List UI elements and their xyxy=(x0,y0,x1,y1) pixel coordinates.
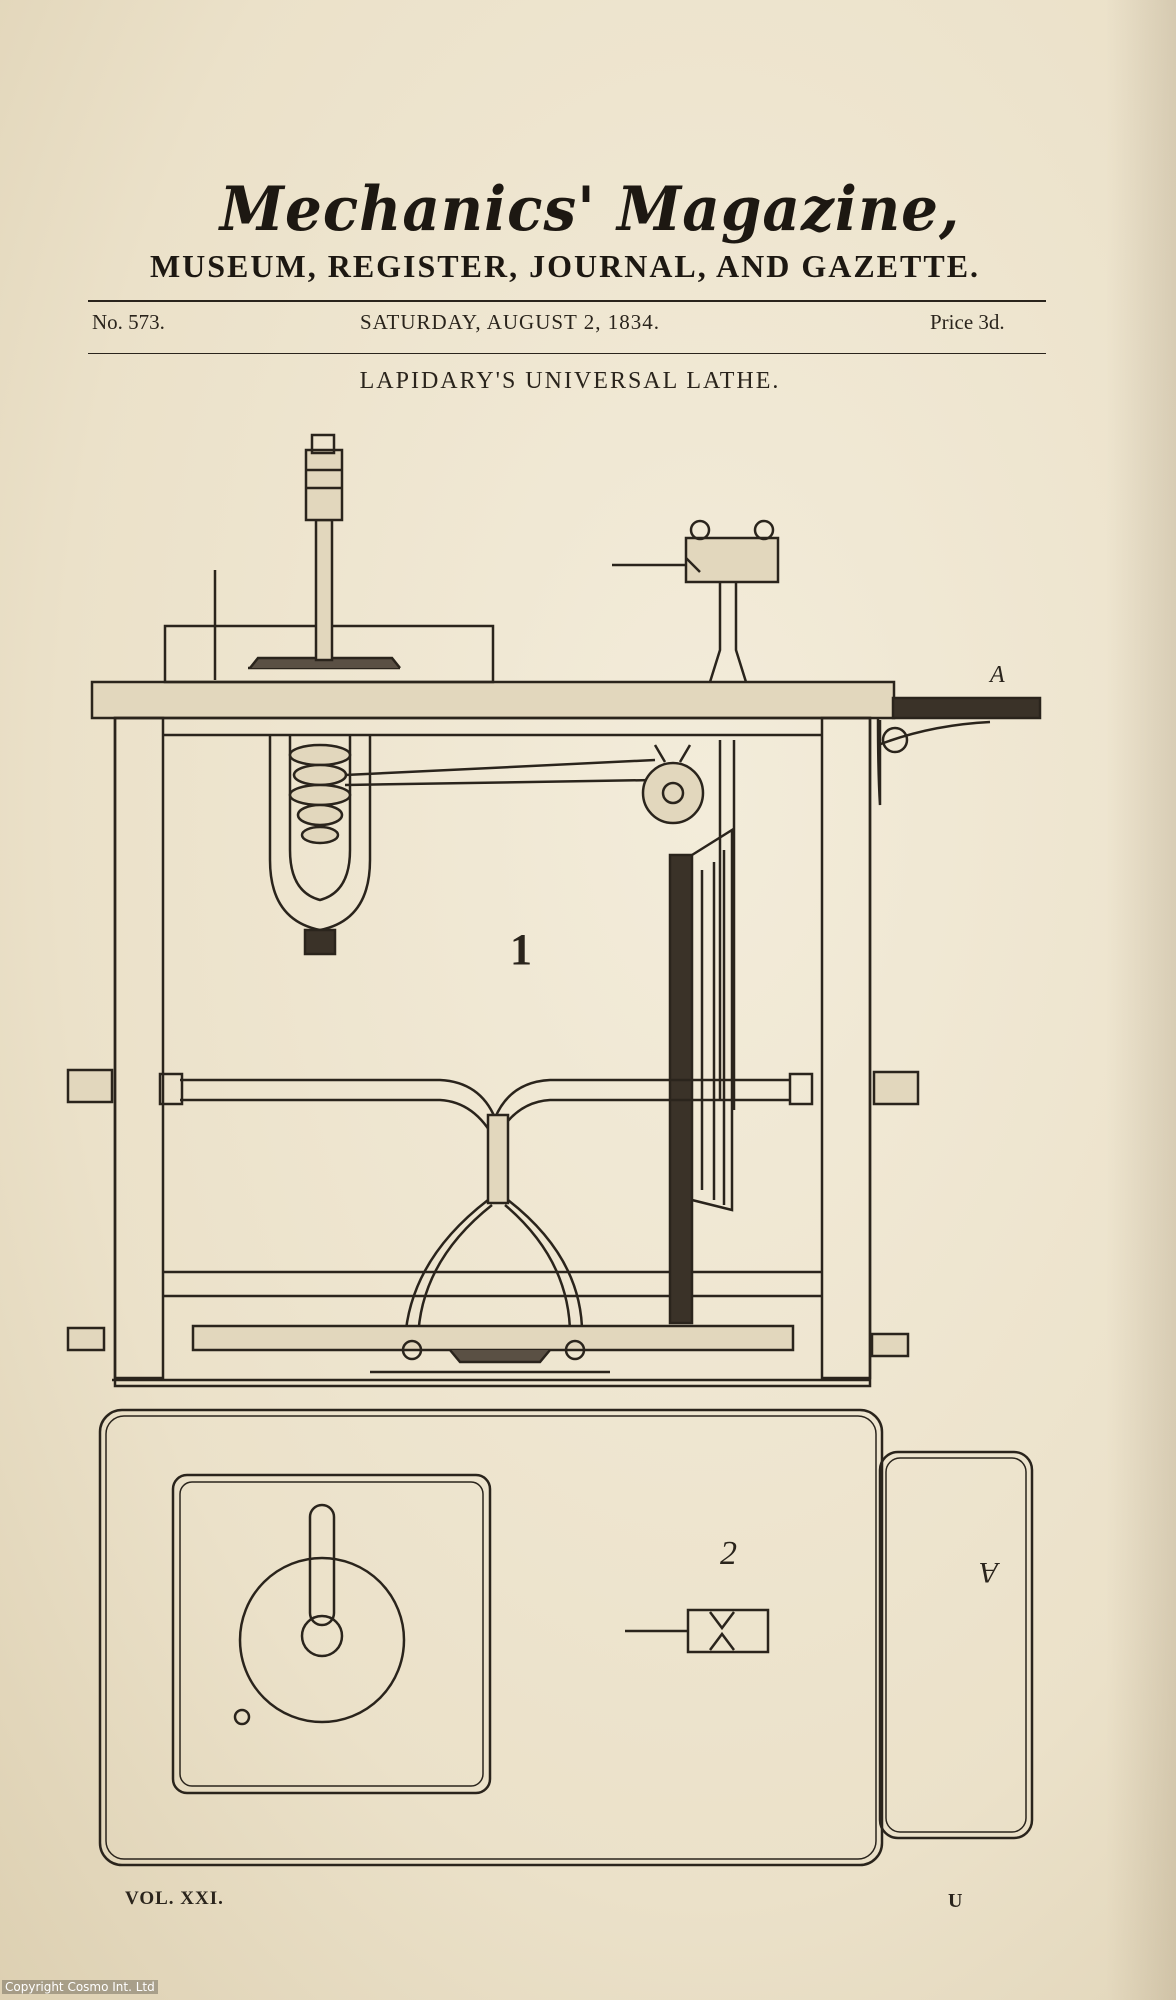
treadle-link xyxy=(486,1113,510,1205)
lathe-engraving xyxy=(66,433,1042,1867)
figure-label-a-bottom: A xyxy=(980,1556,999,1589)
shelf-bracket xyxy=(876,717,882,806)
page-gutter-shadow xyxy=(1106,0,1176,2000)
flywheel-side xyxy=(691,827,734,1212)
plan-lap-disc xyxy=(238,1556,406,1724)
header-rule-top xyxy=(88,300,1046,302)
table-top xyxy=(90,680,896,720)
tool-post-stem xyxy=(708,582,748,683)
volume-label: VOL. XXI. xyxy=(125,1888,224,1909)
treadle-arm-left xyxy=(403,1199,489,1341)
plan-spindle-arm xyxy=(308,1503,336,1627)
treadle-arm-right xyxy=(507,1199,584,1341)
issue-number: No. 573. xyxy=(92,310,165,334)
tool-post-head xyxy=(684,536,780,584)
plan-tool-holder xyxy=(686,1608,770,1654)
left-axle-cap xyxy=(66,1068,114,1104)
right-axle-cap xyxy=(872,1070,920,1106)
masthead-title: Mechanics' Magazine, xyxy=(219,173,961,245)
spindle-upright xyxy=(314,518,334,662)
plan-shelf-a xyxy=(878,1450,1034,1840)
figure-label-2: 2 xyxy=(720,1535,737,1572)
table-frame xyxy=(113,716,872,1388)
masthead-subtitle: MUSEUM, REGISTER, JOURNAL, AND GAZETTE. xyxy=(149,248,981,284)
spindle-pulley-stack xyxy=(288,743,352,845)
figure-label-1: 1 xyxy=(510,925,532,974)
signature-mark: U xyxy=(948,1890,963,1912)
bracket-wheel xyxy=(881,726,909,754)
plan-tray xyxy=(171,1473,492,1795)
article-title: LAPIDARY'S UNIVERSAL LATHE. xyxy=(359,368,781,394)
copyright-notice: Copyright Cosmo Int. Ltd xyxy=(2,1980,158,1994)
shelf-brace xyxy=(877,720,991,747)
shelf-a xyxy=(891,696,1042,720)
flywheel-rim xyxy=(668,853,694,1325)
plan-outline xyxy=(98,1408,884,1867)
issue-price: Price 3d. xyxy=(930,310,1005,334)
issue-date: SATURDAY, AUGUST 2, 1834. xyxy=(360,310,661,334)
frame-left-leg xyxy=(113,716,165,1380)
frame-right-leg xyxy=(820,716,872,1380)
treadle-bar xyxy=(191,1324,795,1352)
belt-pulley xyxy=(641,761,705,825)
figure-label-a-top: A xyxy=(990,662,1005,688)
header-rule-bottom xyxy=(88,353,1046,354)
drive-belt xyxy=(344,758,656,777)
